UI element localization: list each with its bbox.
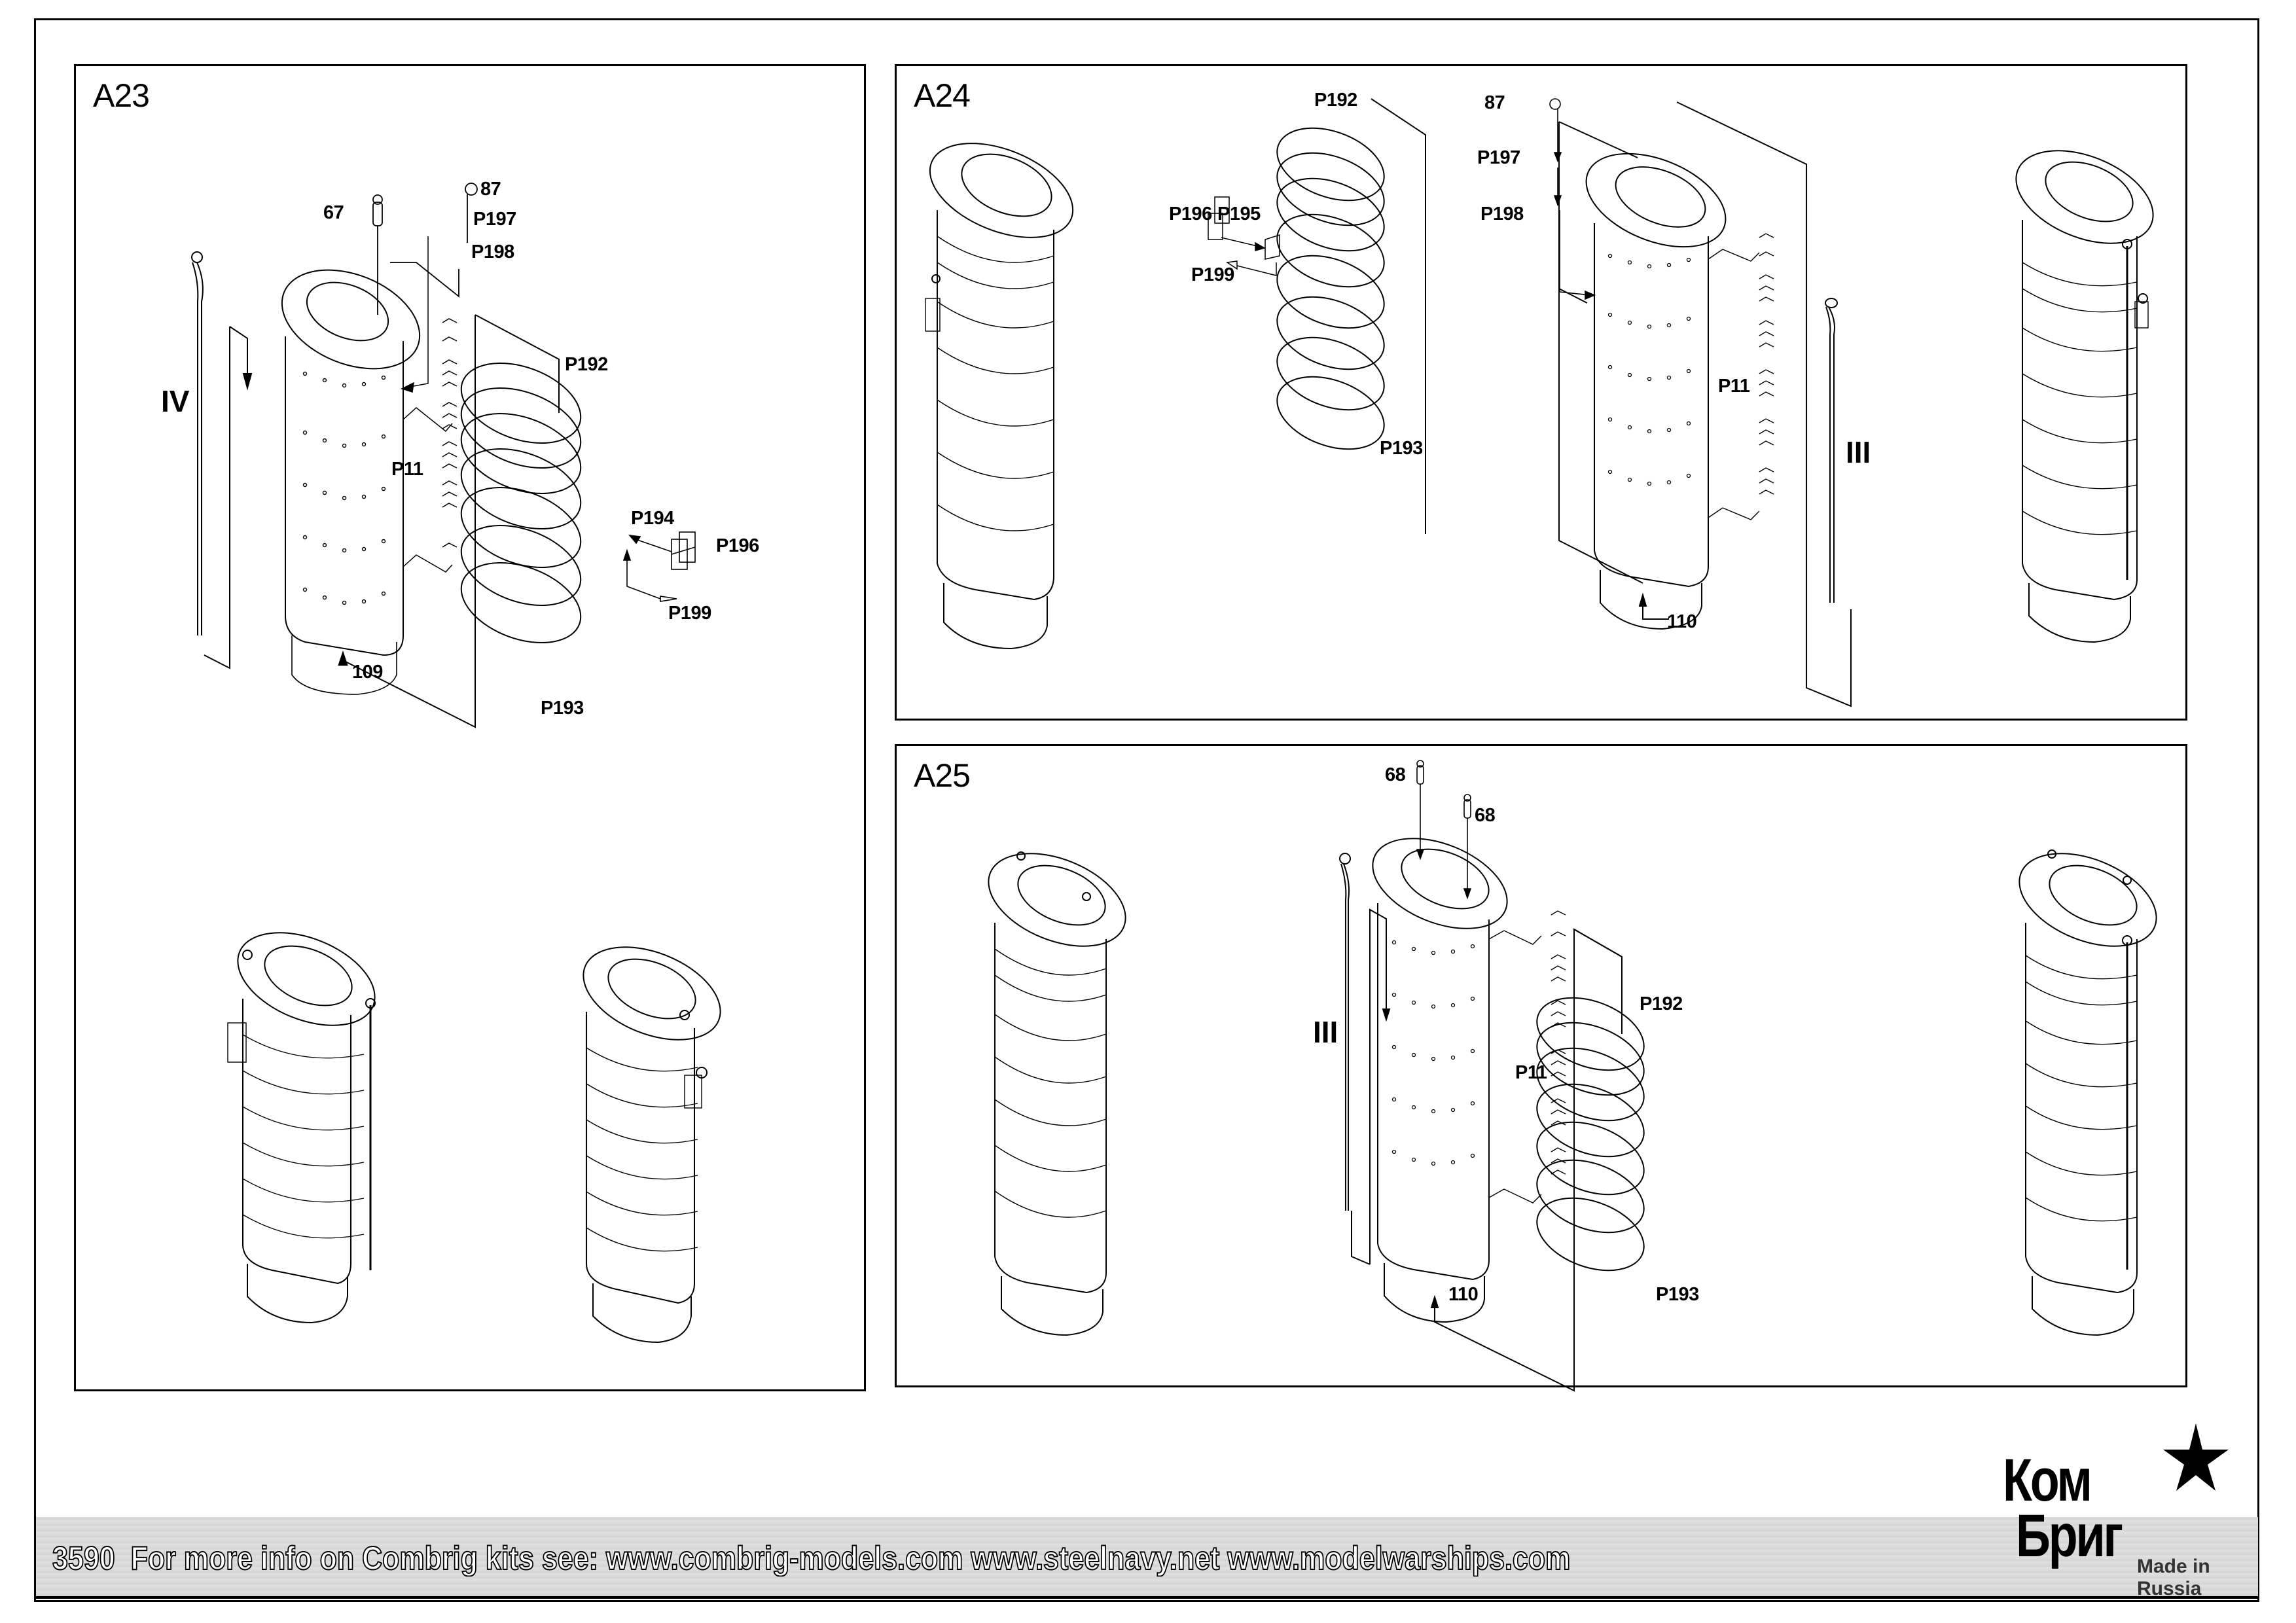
part-label-p195: P195	[1217, 204, 1261, 224]
a24-assembled-right	[2015, 150, 2154, 643]
a23-assembled-front	[227, 932, 376, 1324]
railing-coil-p192-p193	[460, 314, 582, 644]
part-p196-ladder	[628, 531, 696, 570]
part-label-67: 67	[323, 202, 344, 223]
part-label-p197: P197	[473, 209, 516, 230]
part-87-chain	[1549, 98, 1596, 300]
part-label-68b: 68	[1475, 805, 1496, 826]
part-label-p192: P192	[565, 354, 608, 375]
a23-assembled-rear	[583, 946, 721, 1344]
part-label-109: 109	[352, 662, 383, 683]
part-label-110: 110	[1667, 611, 1697, 632]
part-p196-ladder	[1208, 196, 1266, 251]
funnel-110	[1558, 101, 1852, 707]
part-label-p11: P11	[1718, 376, 1750, 397]
rod-iii	[1825, 298, 1838, 603]
part-label-87: 87	[480, 179, 501, 200]
a24-assembled-left	[925, 143, 1074, 650]
footer-info-text: 3590 For more info on Combrig kits see: …	[52, 1539, 1571, 1577]
sub-assembly-iii: III	[1313, 1015, 1338, 1049]
panel-a24: A24	[895, 64, 2187, 721]
part-label-p194: P194	[631, 508, 674, 529]
funnel-110	[1372, 838, 1623, 1392]
railing-coil-p192-p193	[1536, 929, 1645, 1272]
part-label-p193: P193	[1380, 438, 1423, 459]
part-67-icon	[372, 194, 383, 315]
combrig-logo: Ком Бриг Made in Russia	[2003, 1420, 2251, 1599]
part-p195	[1225, 234, 1280, 276]
part-label-p198: P198	[1480, 204, 1524, 224]
panel-title: A24	[914, 77, 971, 114]
part-label-p199: P199	[1191, 264, 1234, 285]
part-label-p11: P11	[391, 459, 423, 480]
part-label-p193: P193	[1656, 1284, 1699, 1305]
part-87-chain	[390, 183, 478, 298]
red-star-hammer-sickle-icon	[2163, 1423, 2229, 1491]
part-label-p192: P192	[1640, 993, 1683, 1014]
part-p199	[622, 548, 677, 602]
sub-assembly-iii: III	[1846, 435, 1871, 469]
panel-a23: A23	[74, 64, 866, 1391]
kit-number: 3590	[52, 1539, 115, 1577]
rod-iv	[191, 251, 253, 669]
sub-assembly-iv: IV	[161, 384, 190, 418]
p11-staples	[1488, 910, 1566, 1204]
rivet-holes	[302, 371, 386, 605]
panel-title: A23	[93, 77, 150, 114]
a25-assembled-left	[988, 851, 1126, 1336]
p11-staples	[401, 236, 457, 573]
part-label-p196: P196	[716, 535, 759, 556]
part-label-p193: P193	[541, 698, 584, 719]
part-label-110: 110	[1448, 1284, 1479, 1305]
page-frame	[34, 18, 2259, 1602]
part-68-pegs	[1416, 760, 1472, 900]
footer-links-text: For more info on Combrig kits see: www.c…	[130, 1539, 1571, 1577]
a25-assembled-right	[2018, 849, 2157, 1336]
logo-tagline: Made in Russia	[2137, 1556, 2210, 1599]
rod-iii	[1339, 853, 1391, 1265]
part-label-87: 87	[1484, 92, 1505, 113]
part-label-p199: P199	[668, 603, 711, 624]
part-label-p11: P11	[1515, 1062, 1547, 1083]
part-label-p197: P197	[1477, 147, 1520, 168]
panel-title: A25	[914, 757, 971, 794]
rivet-holes	[1607, 253, 1691, 486]
a25-exploded-diagram	[988, 760, 2157, 1392]
footer-band: 3590 For more info on Combrig kits see: …	[36, 1517, 2258, 1599]
logo-brand-line2: Бриг	[2016, 1503, 2123, 1569]
part-label-68a: 68	[1385, 764, 1406, 785]
p11-staples	[1708, 233, 1774, 520]
part-label-p192: P192	[1314, 90, 1357, 111]
railing-coil-p192-p193	[1276, 98, 1426, 534]
funnel-109	[281, 269, 421, 695]
panel-a25: A25	[895, 744, 2187, 1392]
logo-brand-line1: Ком	[2003, 1447, 2092, 1514]
a24-exploded-diagram	[925, 98, 2154, 707]
a23-exploded-diagram	[191, 183, 721, 1344]
part-label-p196: P196	[1169, 204, 1212, 224]
rivet-holes	[1391, 940, 1475, 1166]
part-label-p198: P198	[471, 241, 514, 262]
